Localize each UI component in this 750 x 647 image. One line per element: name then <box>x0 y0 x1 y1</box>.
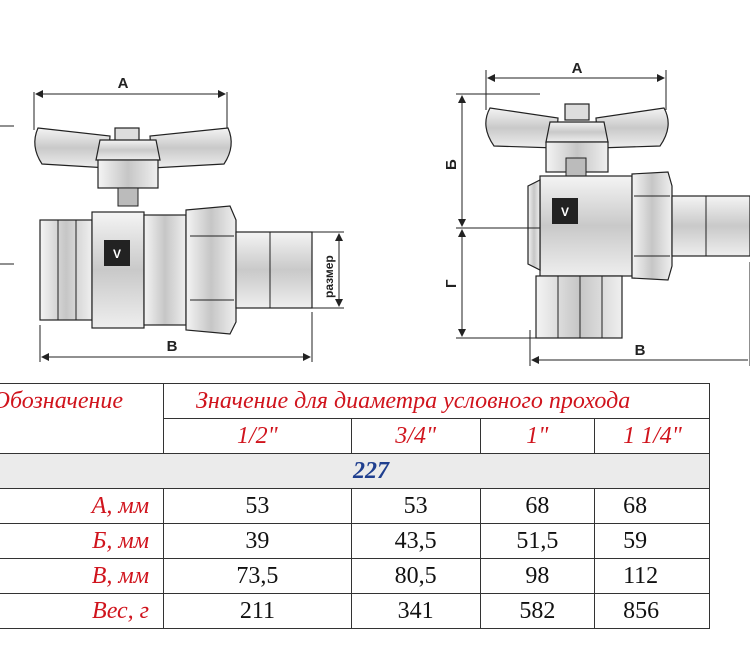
brand-logo-right <box>552 198 578 224</box>
table-cell: 51,5 <box>479 523 596 559</box>
size-header: 1/2" <box>163 418 352 454</box>
table-cell: 59 <box>594 523 710 559</box>
value-header: Значение для диаметра условного прохода <box>163 383 710 419</box>
dim-upper-label: Б <box>443 159 460 170</box>
table-cell: 98 <box>479 558 596 594</box>
dim-lower-label: Г <box>443 279 460 288</box>
size-header: 1 1/4" <box>594 418 710 454</box>
valve-drawings: А V размер В <box>0 60 750 366</box>
table-row: В, мм 73,5 80,5 98 112 <box>0 558 710 594</box>
table-cell: 39 <box>163 523 352 559</box>
size-header: 3/4" <box>350 418 481 454</box>
table-cell: 68 <box>479 488 596 524</box>
dim-b-label-right: В <box>635 342 646 359</box>
table-row: Б, мм 39 43,5 51,5 59 <box>0 523 710 559</box>
spec-table: Обозначение Значение для диаметра условн… <box>0 383 710 629</box>
svg-text:V: V <box>561 205 569 219</box>
table-cell: 582 <box>479 593 596 629</box>
spec-table-wrap: Обозначение Значение для диаметра условн… <box>0 380 750 647</box>
model-number: 227 <box>0 453 710 489</box>
table-cell: 80,5 <box>350 558 481 594</box>
table-cell: 112 <box>594 558 710 594</box>
size-header-row: 1/2" 3/4" 1" 1 1/4" <box>0 418 710 454</box>
brand-logo-left <box>104 240 130 266</box>
table-cell: 53 <box>163 488 352 524</box>
param-header: Обозначение <box>0 383 165 454</box>
table-cell: 211 <box>163 593 352 629</box>
table-cell: 856 <box>594 593 710 629</box>
table-cell: 43,5 <box>350 523 481 559</box>
param-label: В, мм <box>0 558 165 594</box>
svg-text:V: V <box>113 247 121 261</box>
size-label: размер <box>322 255 336 298</box>
size-header: 1" <box>479 418 596 454</box>
table-header-row: Обозначение Значение для диаметра условн… <box>0 383 710 454</box>
left-valve-drawing: А V размер В <box>0 75 344 362</box>
table-row: А, мм 53 53 68 68 <box>0 488 710 524</box>
param-label: Вес, г <box>0 593 165 629</box>
table-cell: 53 <box>350 488 481 524</box>
model-row: 227 <box>0 453 710 489</box>
param-label: А, мм <box>0 488 165 524</box>
table-cell: 73,5 <box>163 558 352 594</box>
dim-a-label-left: А <box>118 75 129 92</box>
dim-a-label-right: А <box>572 60 583 77</box>
table-cell: 341 <box>350 593 481 629</box>
table-cell: 68 <box>594 488 710 524</box>
param-label: Б, мм <box>0 523 165 559</box>
right-valve-drawing: А V Б Г В <box>443 60 750 366</box>
dim-b-label-left: В <box>167 338 178 355</box>
table-row: Вес, г 211 341 582 856 <box>0 593 710 629</box>
